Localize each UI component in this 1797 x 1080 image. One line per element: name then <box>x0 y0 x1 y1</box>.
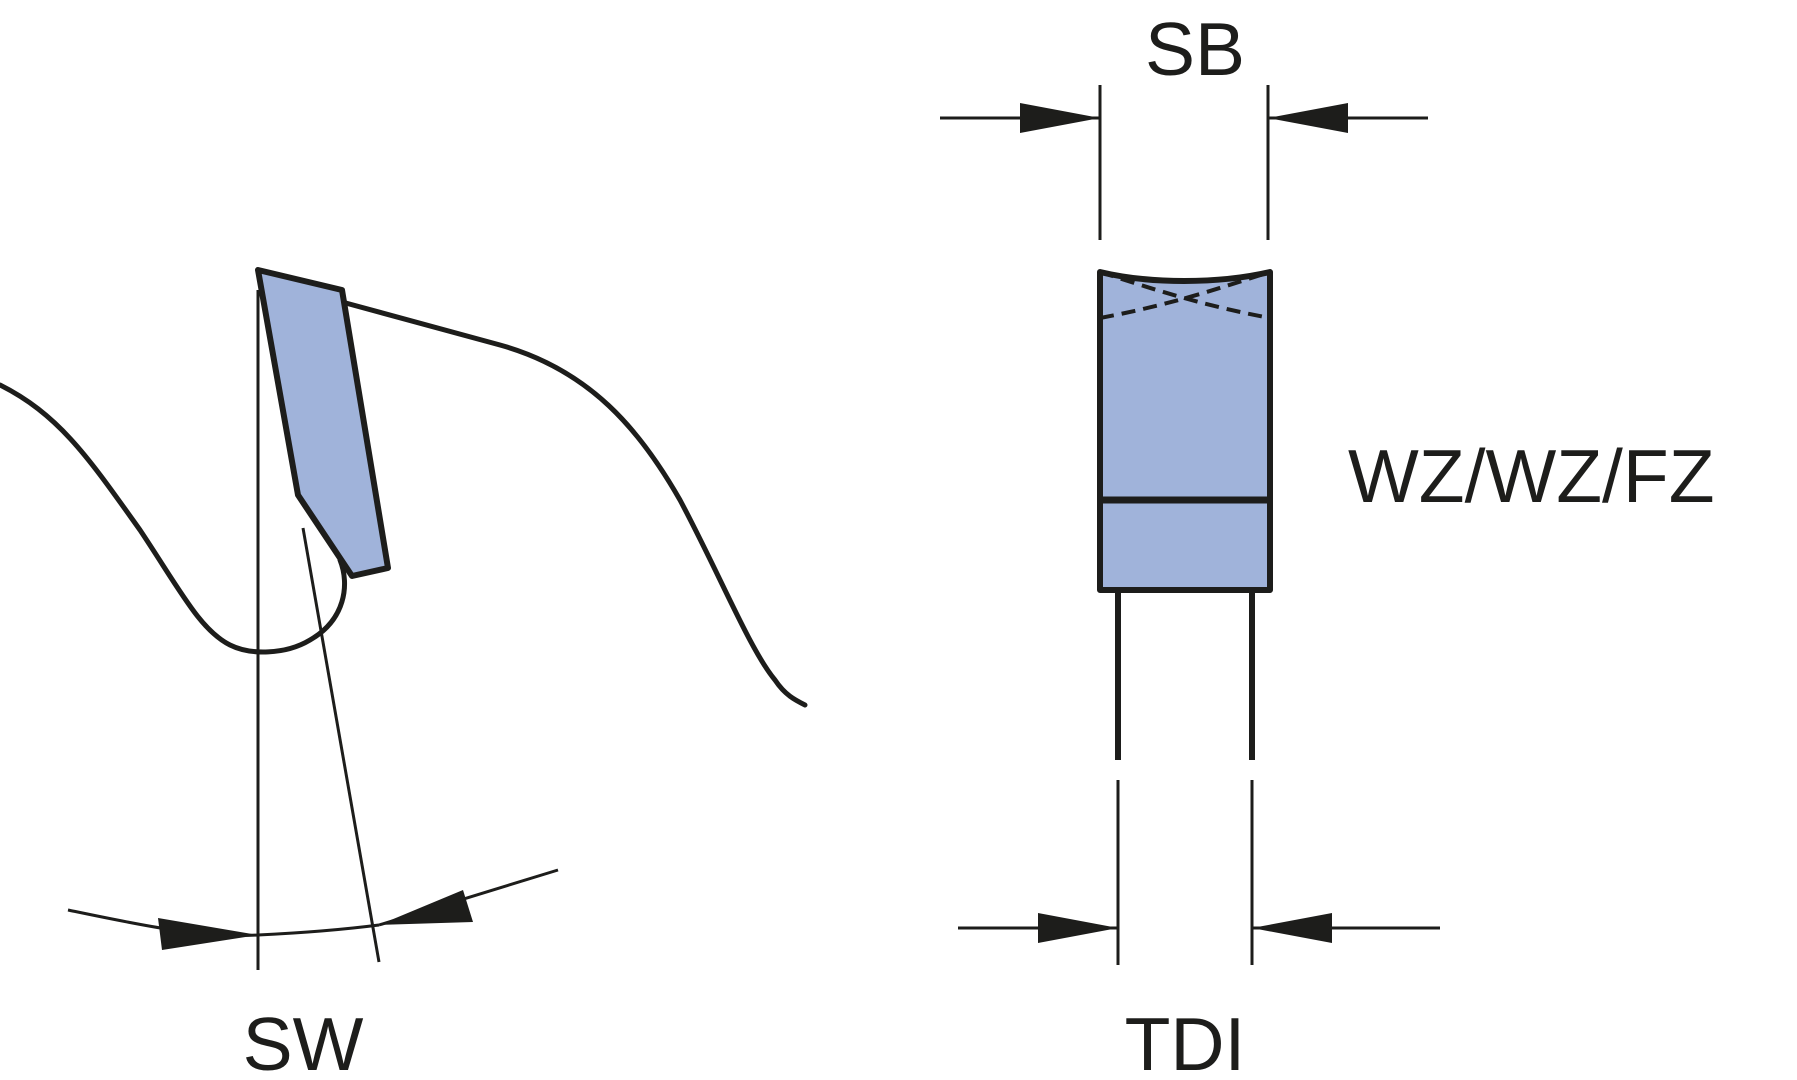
tooth-side-view: SW <box>0 267 808 1080</box>
sw-label: SW <box>243 1002 364 1080</box>
tooth-body-fill <box>1097 269 1273 593</box>
tdi-label: TDI <box>1125 1002 1246 1080</box>
sb-label: SB <box>1145 7 1245 91</box>
sw-angle-line <box>301 527 381 963</box>
blade-back-curve <box>339 299 808 708</box>
blade-outline <box>0 382 348 655</box>
sw-arrow-left <box>158 918 258 950</box>
tdi-arrow-right <box>1252 913 1332 943</box>
tdi-arrow-left <box>1038 913 1118 943</box>
chamfer-lines <box>1100 270 1270 320</box>
carbide-tip <box>255 267 391 579</box>
tooth-profile-label: WZ/WZ/FZ <box>1348 434 1715 518</box>
sb-arrow-right <box>1268 103 1348 133</box>
tooth-body <box>1097 269 1273 593</box>
sb-arrow-left <box>1020 103 1100 133</box>
sw-arrow-right <box>379 890 473 925</box>
tooth-front-view: SB TDI WZ/WZ/FZ <box>940 7 1715 1080</box>
